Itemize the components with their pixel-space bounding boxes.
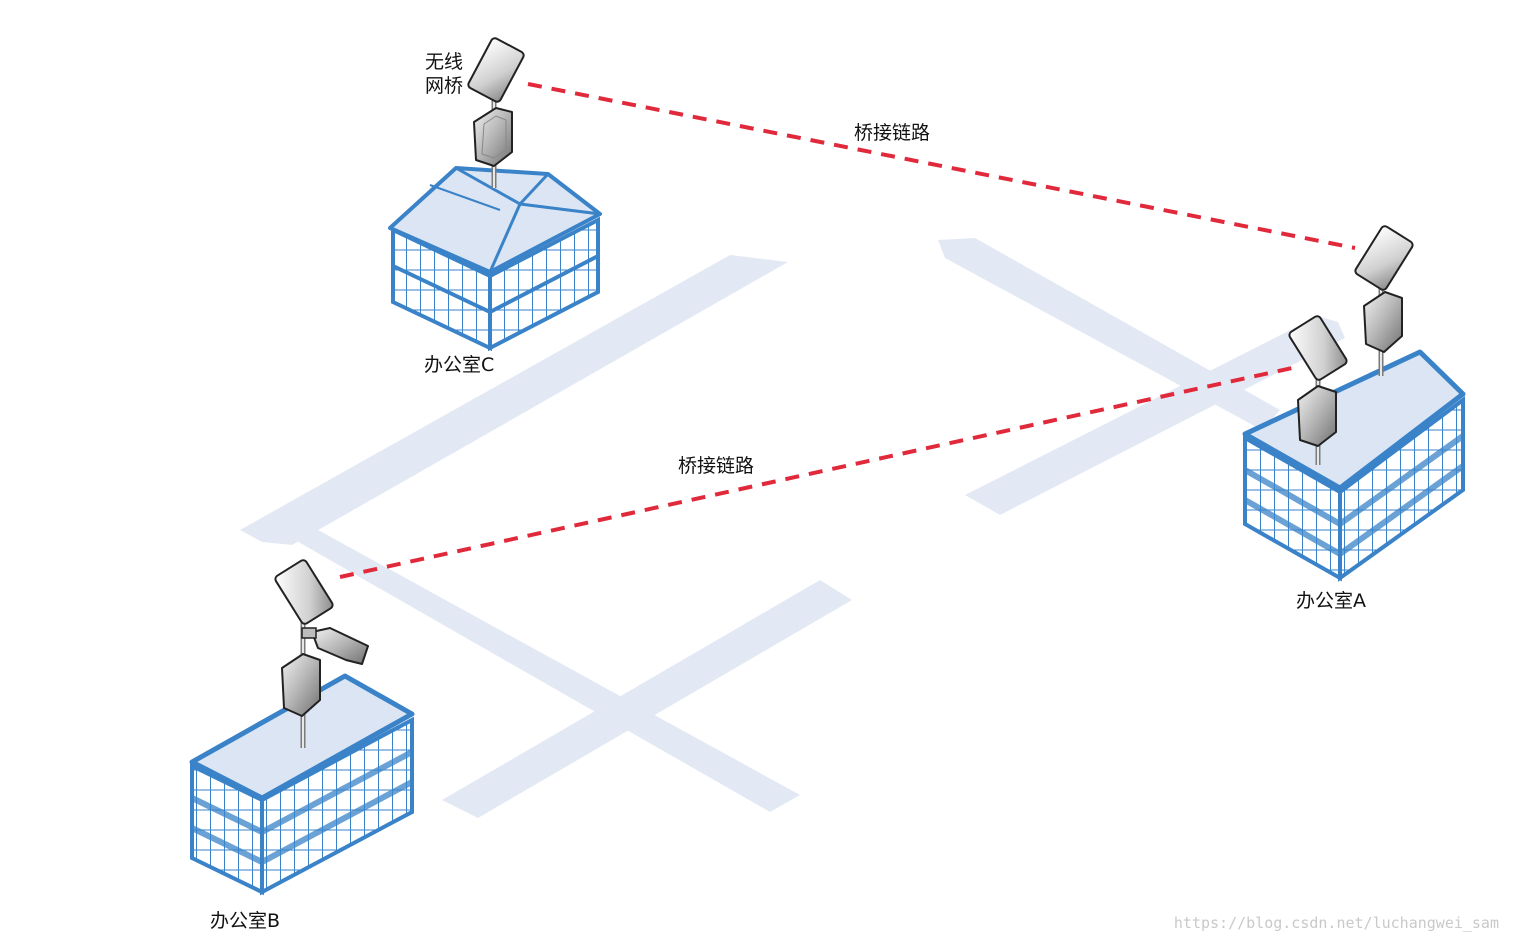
road-cross-secondary <box>442 580 852 818</box>
office-a-label: 办公室A <box>1296 590 1366 612</box>
office-a-roof <box>1242 349 1466 491</box>
watermark: https://blog.csdn.net/luchangwei_sam <box>1173 914 1499 932</box>
office-b-camera-icon <box>301 627 369 665</box>
bridge-links <box>339 82 1356 579</box>
road-right-upper <box>938 238 1280 430</box>
office-c-bridge-radio-icon <box>473 107 513 167</box>
road-cross-main <box>260 520 800 812</box>
office-a-building <box>1242 349 1466 582</box>
office-a-bridge-radio-icon-1 <box>1363 291 1403 353</box>
wireless-bridge-label-line1: 无线 <box>425 51 464 73</box>
office-b-label: 办公室B <box>210 910 281 932</box>
office-a-bridge-radio-icon-2 <box>1297 385 1337 447</box>
link-middle-label: 桥接链路 <box>678 455 755 477</box>
office-b-panel-antenna-icon <box>274 559 334 625</box>
office-c-mast <box>467 37 525 188</box>
office-a-mast-front <box>1288 315 1348 465</box>
office-a-panel-antenna-icon-1 <box>1354 225 1414 291</box>
roads <box>240 238 1345 818</box>
office-a-mast-back <box>1354 225 1414 376</box>
office-b-bridge-radio-icon <box>281 653 321 717</box>
office-c-building <box>388 166 602 352</box>
wireless-bridge-label: 无线 网桥 <box>425 50 463 98</box>
office-a-panel-antenna-icon-2 <box>1288 315 1348 381</box>
link-top-line <box>527 82 1356 250</box>
link-top-label: 桥接链路 <box>854 122 931 144</box>
road-right-lower <box>965 316 1345 515</box>
wireless-bridge-label-line2: 网桥 <box>425 75 464 97</box>
road-left-diagonal <box>240 255 788 545</box>
office-c-panel-antenna-icon <box>467 37 525 103</box>
office-c-label: 办公室C <box>424 354 495 376</box>
office-b-mast <box>274 559 369 748</box>
link-middle-line <box>339 366 1293 579</box>
office-c-roof <box>388 166 602 274</box>
